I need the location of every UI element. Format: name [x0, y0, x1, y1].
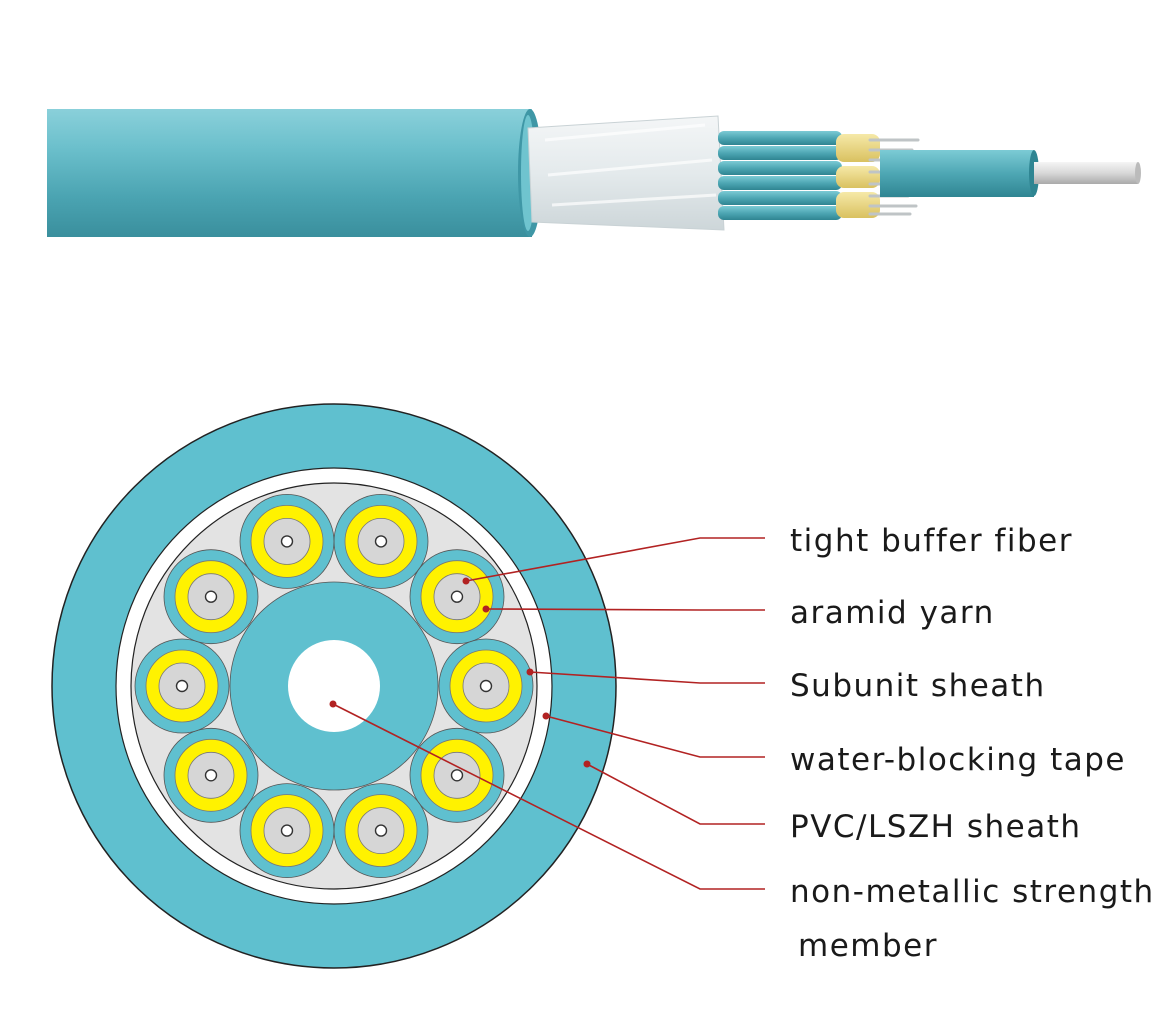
rod-side	[1034, 162, 1138, 184]
subunit	[163, 727, 259, 823]
leader-lines	[332, 537, 765, 890]
leader-strength-member	[332, 703, 765, 890]
leader-aramid-yarn	[485, 608, 765, 611]
subunits	[134, 494, 534, 878]
label-strength-member-line2: member	[798, 928, 938, 964]
leader-water-blocking-tape	[545, 715, 765, 758]
subunit-tubes-side	[718, 131, 842, 220]
fiber-core	[280, 535, 294, 548]
fiber-core	[374, 535, 388, 548]
fiber-core	[280, 824, 294, 837]
cable-cross-section	[51, 403, 617, 969]
labels: tight buffer fiber aramid yarn Subunit s…	[790, 523, 1155, 964]
water-blocking-tape-side	[527, 115, 725, 231]
label-water-blocking-tape: water-blocking tape	[790, 742, 1126, 778]
leader-dots	[329, 577, 591, 768]
strength-member-side	[880, 150, 1034, 197]
fiber-core	[479, 679, 493, 693]
label-pvc-lszh-sheath: PVC/LSZH sheath	[790, 809, 1082, 845]
fiber-core	[374, 824, 388, 837]
label-subunit-sheath: Subunit sheath	[790, 668, 1046, 704]
strength-member-core	[288, 640, 380, 732]
outer-jacket-side	[47, 109, 532, 237]
leader-pvc-lszh-sheath	[586, 763, 765, 825]
subunit	[239, 783, 335, 878]
fiber-core	[450, 769, 464, 782]
subunit	[134, 638, 230, 734]
fiber-core	[450, 590, 464, 603]
cable-side-view	[47, 109, 1141, 237]
fiber-core	[204, 590, 218, 603]
subunit	[409, 727, 505, 823]
fiber-core	[175, 679, 189, 693]
subunit	[333, 494, 429, 589]
subunit	[409, 549, 505, 645]
fiber-core	[204, 769, 218, 782]
label-tight-buffer-fiber: tight buffer fiber	[790, 523, 1073, 559]
subunit	[438, 638, 534, 734]
leader-tight-buffer-fiber	[465, 537, 765, 582]
label-strength-member: non-metallic strength	[790, 874, 1155, 910]
leader-subunit-sheath	[529, 671, 765, 684]
label-aramid-yarn: aramid yarn	[790, 595, 995, 631]
subunit	[239, 494, 335, 589]
subunit	[333, 783, 429, 878]
subunit	[163, 549, 259, 645]
